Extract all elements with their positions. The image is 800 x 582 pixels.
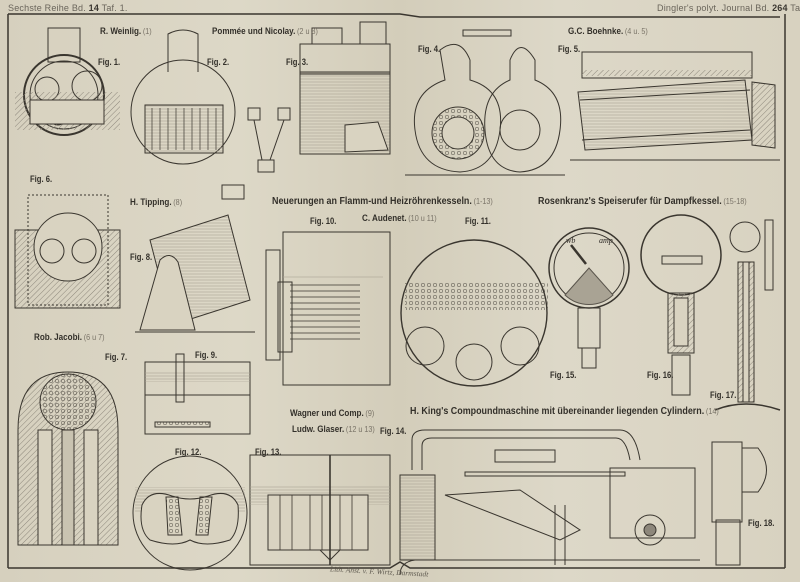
inventor-name: Ludw. Glaser.: [292, 424, 345, 435]
fig-9-drawing: [144, 353, 251, 435]
fig-6-drawing: [14, 194, 121, 309]
inventor-jacobi: Rob. Jacobi.(6 u 7): [34, 332, 105, 343]
fig-13-label: Fig. 13.: [255, 447, 282, 457]
journal-volume: 264: [772, 3, 788, 13]
section-title-king-ref: (14): [705, 406, 719, 416]
section-title-rosenkranz: Rosenkranz's Speiserufer für Dampfkessel…: [538, 195, 747, 207]
fig-7-drawing: [17, 371, 119, 546]
fig-8-drawing: [135, 184, 255, 333]
fig-16-drawing: [640, 214, 722, 396]
inventor-name: Pommée und Nicolay.: [212, 26, 296, 37]
inventor-name: G.C. Boehnke.: [568, 26, 624, 37]
inventor-tipping: H. Tipping.(8): [130, 197, 182, 208]
inventor-glaser: Ludw. Glaser.(12 u 13): [292, 424, 375, 435]
fig-14-drawing: [399, 429, 700, 576]
section-title-king-text: H. King's Compoundmaschine mit übereinan…: [410, 405, 705, 417]
inventor-pommee-nicolay: Pommée und Nicolay.(2 u 3): [212, 26, 318, 37]
fig-13-drawing: [249, 454, 391, 566]
series-label: Sechste Reihe Bd.: [8, 3, 86, 13]
fig-2-label: Fig. 2.: [207, 57, 230, 67]
fig-17-label: Fig. 17.: [710, 390, 737, 400]
fig-15-drawing: [548, 227, 630, 369]
fig-3-drawing: [247, 21, 391, 173]
fig-4-drawing: [405, 29, 565, 176]
inventor-name: C. Audenet.: [362, 213, 407, 224]
fig-12-drawing: [132, 455, 248, 571]
fig-5-drawing: [570, 51, 780, 161]
header-right: Dingler's polyt. Journal Bd. 264 Taf. 1.: [657, 3, 800, 13]
inventor-ref: (2 u 3): [297, 26, 318, 36]
inventor-ref: (8): [173, 197, 183, 207]
fig-10-drawing: [265, 231, 391, 386]
inventor-ref: (9): [365, 408, 375, 418]
inventor-ref: (10 u 11): [408, 213, 437, 223]
journal-plate: Taf. 1.: [790, 3, 800, 13]
inventor-boehnke: G.C. Boehnke.(4 u. 5): [568, 26, 648, 37]
section-title-main-ref: (1-13): [473, 196, 493, 206]
inventor-ref: (1): [142, 26, 152, 36]
fig-14-label: Fig. 14.: [380, 426, 407, 436]
inventor-audenet: C. Audenet.(10 u 11): [362, 213, 437, 224]
fig-1-label: Fig. 1.: [98, 57, 121, 67]
plate-border: [7, 13, 786, 569]
section-title-rosenkranz-text: Rosenkranz's Speiserufer für Dampfkessel…: [538, 195, 722, 207]
inventor-name: R. Weinlig.: [100, 26, 142, 37]
inventor-wagner: Wagner und Comp.(9): [290, 408, 374, 419]
journal-label: Dingler's polyt. Journal Bd.: [657, 3, 770, 13]
fig-18-label: Fig. 18.: [748, 518, 775, 528]
fig-11-label: Fig. 11.: [465, 216, 491, 226]
inventor-name: Rob. Jacobi.: [34, 332, 83, 343]
fig-3-label: Fig. 3.: [286, 57, 309, 67]
fig-2-drawing: [130, 29, 236, 165]
inventor-name: H. Tipping.: [130, 197, 172, 208]
inventor-ref: (6 u 7): [83, 332, 105, 342]
fig-1-drawing: [15, 27, 120, 136]
fig-6-label: Fig. 6.: [30, 174, 53, 184]
gauge-low-label: wb: [566, 236, 576, 245]
fig-7-label: Fig. 7.: [105, 352, 128, 362]
gauge-high-label: amp: [599, 236, 613, 245]
fig-18-drawing: [711, 441, 767, 566]
inventor-weinlig: R. Weinlig.(1): [100, 26, 152, 37]
section-title-main: Neuerungen an Flamm-und Heizröhrenkessel…: [272, 195, 493, 207]
series-volume: 14: [88, 3, 100, 13]
header-left: Sechste Reihe Bd. 14 Taf. 1.: [8, 3, 128, 13]
fig-11-drawing: [400, 239, 548, 387]
section-title-main-text: Neuerungen an Flamm-und Heizröhrenkessel…: [272, 195, 472, 207]
fig-4-label: Fig. 4.: [418, 44, 441, 54]
inventor-ref: (4 u. 5): [624, 26, 648, 36]
fig-16-label: Fig. 16.: [647, 370, 674, 380]
fig-9-label: Fig. 9.: [195, 350, 218, 360]
fig-17-drawing: [714, 219, 781, 411]
fig-5-label: Fig. 5.: [558, 44, 581, 54]
section-title-rosenkranz-ref: (15-18): [723, 196, 747, 206]
fig-10-label: Fig. 10.: [310, 216, 337, 226]
section-title-king: H. King's Compoundmaschine mit übereinan…: [410, 405, 719, 417]
series-plate: Taf. 1.: [101, 3, 128, 13]
inventor-ref: (12 u 13): [345, 424, 375, 434]
fig-15-label: Fig. 15.: [550, 370, 577, 380]
fig-8-label: Fig. 8.: [130, 252, 153, 262]
fig-12-label: Fig. 12.: [175, 447, 202, 457]
inventor-name: Wagner und Comp.: [290, 408, 364, 419]
